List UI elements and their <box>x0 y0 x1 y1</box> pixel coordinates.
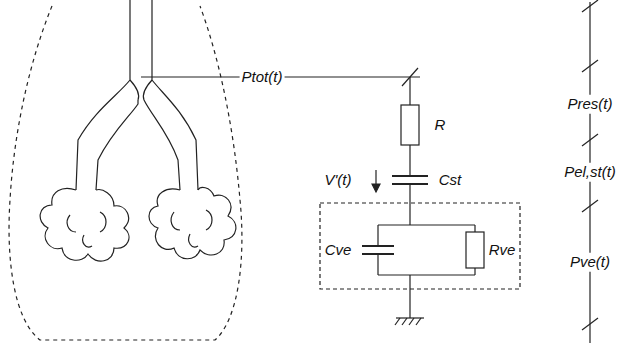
wire <box>378 274 475 275</box>
bronchus <box>152 0 198 190</box>
wire <box>377 225 378 246</box>
resistor-symbol <box>466 232 484 268</box>
capacitor-plate <box>392 175 428 177</box>
axis-tick <box>582 200 598 212</box>
axis-tick <box>582 134 598 146</box>
alveoli <box>40 188 129 261</box>
alveoli <box>149 188 236 259</box>
wire <box>474 225 475 232</box>
wire <box>409 145 410 176</box>
component-label: Cst <box>437 171 464 190</box>
capacitor-plate <box>362 245 394 247</box>
alveoli <box>171 210 212 247</box>
wire <box>474 268 475 275</box>
alveoli <box>67 212 106 247</box>
ground-symbol <box>409 318 414 325</box>
carina <box>130 80 152 100</box>
bronchus <box>144 100 180 190</box>
ground-symbol <box>395 318 400 325</box>
axis-tick <box>582 60 598 72</box>
pressure-label: Pres(t) <box>566 95 615 114</box>
arrowhead <box>372 184 380 192</box>
wire <box>409 77 410 105</box>
component-label: R <box>433 116 448 135</box>
pressure-label: Pel,st(t) <box>562 163 618 182</box>
axis-tick <box>582 0 598 12</box>
component-label: Rve <box>487 241 518 260</box>
wire <box>409 184 410 225</box>
wire <box>377 254 378 275</box>
axis-tick <box>582 318 598 330</box>
bronchus <box>96 100 138 190</box>
pressure-label: Ptot(t) <box>240 68 285 87</box>
viscoelastic-group <box>320 203 520 289</box>
component-label: Cve <box>323 241 354 260</box>
ground-symbol <box>416 318 421 325</box>
ground-symbol <box>402 318 407 325</box>
flow-label: V'(t) <box>322 171 353 190</box>
resistor-symbol <box>401 105 419 145</box>
wire <box>378 224 475 225</box>
bronchus <box>76 0 130 190</box>
chest-outline <box>9 6 242 340</box>
pressure-label: Pve(t) <box>568 253 612 272</box>
wire <box>409 275 410 318</box>
